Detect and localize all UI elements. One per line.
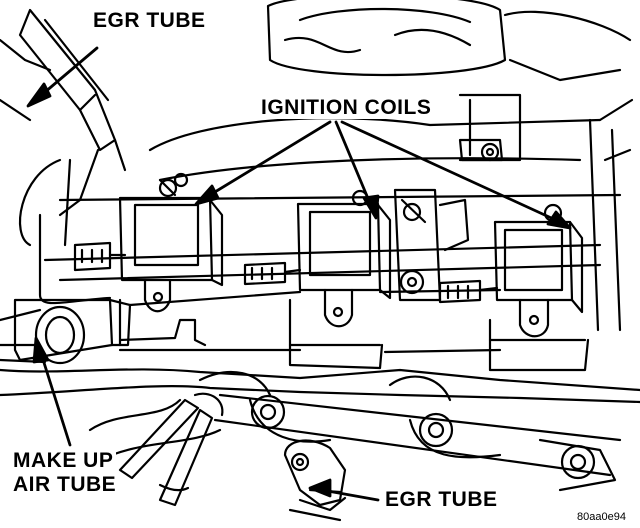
arrow-head-coil-left: [194, 184, 220, 206]
engine-background: [0, 0, 634, 332]
egr-tube-lower: [283, 439, 347, 522]
ignition-coil-right: [488, 203, 590, 372]
figure-code: 80aa0e94: [576, 511, 627, 523]
arrow-head-egr-bottom: [308, 478, 332, 498]
leader-arrows: [26, 46, 572, 502]
wiring-connectors: [73, 241, 499, 304]
arrow-head-coil-center: [362, 194, 380, 220]
intake-manifold: [13, 158, 622, 362]
ignition-coil-center: [288, 189, 392, 370]
arrow-head-egr-top: [26, 82, 52, 108]
egr-tube-top-label: EGR TUBE: [90, 9, 209, 33]
make-up-air-tube-label-line1: MAKE UP: [10, 449, 117, 473]
make-up-air-tube: [0, 305, 86, 365]
arrow-head-make-up-air: [32, 336, 50, 364]
make-up-air-tube-label-line2: AIR TUBE: [10, 473, 120, 497]
egr-tube-upper-bracket: [18, 8, 127, 217]
pliers-tool: [118, 392, 224, 507]
ignition-coil-left: [118, 172, 224, 347]
ignition-coils-label: IGNITION COILS: [258, 96, 435, 120]
center-bracket: [393, 138, 504, 302]
egr-tube-bottom-label: EGR TUBE: [382, 488, 501, 512]
arrow-head-coil-right: [546, 210, 572, 230]
